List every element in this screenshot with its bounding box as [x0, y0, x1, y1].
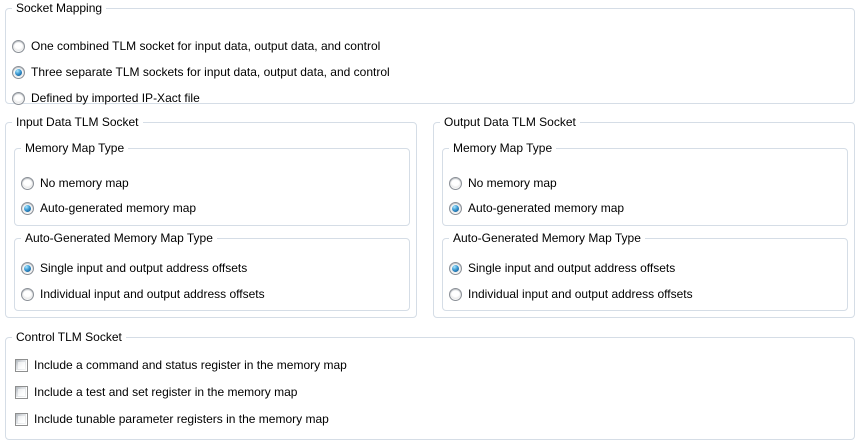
radio-label: Auto-generated memory map	[40, 201, 197, 215]
radio-option-input-individual-offsets[interactable]: Individual input and output address offs…	[21, 286, 265, 302]
radio-option-ip-xact[interactable]: Defined by imported IP-Xact file	[12, 90, 200, 106]
radio-icon[interactable]	[449, 287, 462, 301]
radio-icon[interactable]	[449, 176, 462, 190]
checkbox-icon[interactable]	[15, 412, 28, 426]
checkbox-option-tunable-parameter-registers[interactable]: Include tunable parameter registers in t…	[15, 411, 329, 427]
radio-icon[interactable]	[21, 287, 34, 301]
output-auto-generated-map-type-group-title: Auto-Generated Memory Map Type	[449, 230, 645, 246]
input-data-tlm-socket-group-title: Input Data TLM Socket	[12, 114, 143, 130]
checkbox-icon[interactable]	[15, 358, 28, 372]
radio-label: Defined by imported IP-Xact file	[31, 91, 200, 105]
radio-option-one-combined[interactable]: One combined TLM socket for input data, …	[12, 38, 380, 54]
checkbox-label: Include a command and status register in…	[34, 358, 347, 372]
radio-icon[interactable]	[21, 261, 34, 275]
input-data-tlm-socket-group: Input Data TLM Socket Memory Map Type No…	[5, 114, 417, 318]
radio-label: Auto-generated memory map	[468, 201, 625, 215]
radio-label: Three separate TLM sockets for input dat…	[31, 65, 390, 79]
radio-option-output-individual-offsets[interactable]: Individual input and output address offs…	[449, 286, 693, 302]
checkbox-label: Include tunable parameter registers in t…	[34, 412, 329, 426]
checkbox-icon[interactable]	[15, 385, 28, 399]
radio-label: Single input and output address offsets	[468, 261, 676, 275]
input-auto-generated-map-type-group-title: Auto-Generated Memory Map Type	[21, 230, 217, 246]
radio-icon[interactable]	[449, 261, 462, 275]
socket-mapping-group: Socket Mapping One combined TLM socket f…	[5, 0, 855, 106]
radio-option-input-auto-generated-map[interactable]: Auto-generated memory map	[21, 200, 196, 216]
output-data-tlm-socket-group-title: Output Data TLM Socket	[440, 114, 580, 130]
radio-label: Individual input and output address offs…	[468, 287, 693, 301]
radio-option-input-single-offsets[interactable]: Single input and output address offsets	[21, 260, 247, 276]
control-tlm-socket-group-title: Control TLM Socket	[12, 329, 126, 345]
radio-icon[interactable]	[449, 201, 462, 215]
radio-icon[interactable]	[21, 176, 34, 190]
checkbox-label: Include a test and set register in the m…	[34, 385, 298, 399]
socket-mapping-group-title: Socket Mapping	[12, 0, 107, 16]
radio-label: No memory map	[468, 176, 557, 190]
control-tlm-socket-group: Control TLM Socket Include a command and…	[5, 329, 855, 440]
radio-option-output-auto-generated-map[interactable]: Auto-generated memory map	[449, 200, 624, 216]
output-memory-map-type-group: Memory Map Type No memory map Auto-gener…	[442, 140, 848, 226]
radio-option-output-no-memory-map[interactable]: No memory map	[449, 175, 557, 191]
radio-option-output-single-offsets[interactable]: Single input and output address offsets	[449, 260, 675, 276]
input-memory-map-type-group: Memory Map Type No memory map Auto-gener…	[14, 140, 410, 226]
output-data-tlm-socket-group: Output Data TLM Socket Memory Map Type N…	[433, 114, 855, 318]
input-memory-map-type-group-title: Memory Map Type	[21, 140, 129, 156]
radio-icon[interactable]	[12, 65, 25, 79]
input-auto-generated-map-type-group: Auto-Generated Memory Map Type Single in…	[14, 230, 410, 311]
radio-icon[interactable]	[12, 91, 25, 105]
radio-icon[interactable]	[12, 39, 25, 53]
radio-label: Single input and output address offsets	[40, 261, 248, 275]
output-auto-generated-map-type-group: Auto-Generated Memory Map Type Single in…	[442, 230, 848, 311]
radio-option-input-no-memory-map[interactable]: No memory map	[21, 175, 129, 191]
output-memory-map-type-group-title: Memory Map Type	[449, 140, 557, 156]
radio-option-three-separate[interactable]: Three separate TLM sockets for input dat…	[12, 64, 390, 80]
checkbox-option-test-set-register[interactable]: Include a test and set register in the m…	[15, 384, 297, 400]
radio-label: Individual input and output address offs…	[40, 287, 265, 301]
checkbox-option-command-status-register[interactable]: Include a command and status register in…	[15, 357, 347, 373]
radio-icon[interactable]	[21, 201, 34, 215]
radio-label: No memory map	[40, 176, 129, 190]
radio-label: One combined TLM socket for input data, …	[31, 39, 381, 53]
